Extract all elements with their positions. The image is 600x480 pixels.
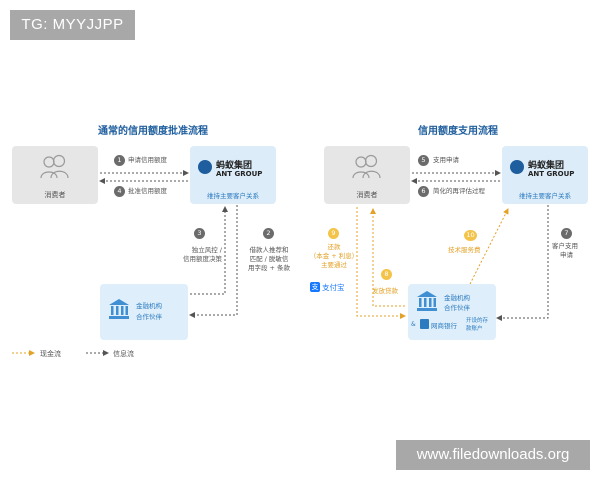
- step-badge-9: 9: [328, 228, 339, 239]
- step-badge-3: 3: [194, 228, 205, 239]
- step-text-2-line1: 借款人推荐和: [249, 246, 289, 254]
- step-text-3-line1: 独立风控 /: [191, 246, 222, 254]
- step-text-7: 客户支用 申请: [552, 242, 592, 260]
- step-text-9-line1: 还款: [327, 243, 341, 251]
- step-badge-6: 6: [418, 186, 429, 197]
- alipay-label: 支付宝: [322, 283, 345, 292]
- bank-label-2-right: 合作伙伴: [444, 304, 470, 312]
- step-text-2-line2: 匹配 / 脱敏信: [249, 255, 289, 263]
- left-title: 通常的信用额度批准流程: [98, 126, 208, 137]
- step-badge-1: 1: [114, 155, 125, 166]
- consumer-box: 消费者: [12, 146, 98, 204]
- step-text-10: 技术服务费: [448, 246, 481, 254]
- step-badge-7: 7: [561, 228, 572, 239]
- ant-logo-icon: [510, 160, 524, 174]
- step-badge-10: 10: [464, 230, 477, 241]
- bank-label-1-right: 金融机构: [444, 294, 470, 302]
- ant-logo-icon: [198, 160, 212, 174]
- legend-cash-label: 现金流: [40, 350, 61, 358]
- step-text-9-line3: 主要通过: [321, 261, 347, 269]
- bank-box: 金融机构 合作伙伴: [100, 284, 188, 340]
- people-icon: [40, 154, 69, 179]
- right-title: 信用额度支用流程: [418, 126, 498, 137]
- step-text-5: 支用申请: [433, 156, 459, 164]
- bank-icon: [109, 299, 129, 319]
- ant-subtitle: 维持主要客户关系: [207, 192, 259, 200]
- mybank-label: 网商银行: [431, 322, 457, 330]
- step-text-3: 独立风控 / 信用额度决策: [174, 246, 222, 264]
- alipay-logo: 支 支付宝: [310, 281, 352, 293]
- ant-group-box: 蚂蚁集团 ANT GROUP 维持主要客户关系: [190, 146, 276, 204]
- ant-name: 蚂蚁集团: [216, 161, 253, 171]
- step-text-2-line3: 用字段 + 条款: [247, 264, 291, 272]
- bank-label-1: 金融机构: [136, 302, 162, 310]
- legend-info-label: 信息流: [113, 350, 134, 358]
- bank-amp-icon: &: [411, 321, 416, 328]
- step-text-8: 发放贷款: [372, 287, 398, 295]
- cash-line-9: [356, 207, 406, 319]
- bank-box-right: 金融机构 合作伙伴 & 网商银行 开设的存 款账户: [408, 284, 496, 340]
- step-badge-8: 8: [381, 269, 392, 280]
- deposit-account-line1: 开设的存: [466, 318, 489, 324]
- cash-line-8: [370, 208, 405, 307]
- deposit-account-label: 开设的存 款账户: [466, 317, 488, 333]
- step-text-9-line2: （本金 + 利息）: [309, 252, 359, 260]
- step-badge-2: 2: [263, 228, 274, 239]
- info-line-3: [190, 206, 228, 295]
- step-text-4: 批准信用额度: [128, 187, 167, 195]
- step-badge-4: 4: [114, 186, 125, 197]
- watermark-top: TG: MYYJJPP: [10, 10, 135, 40]
- step-text-3-line2: 信用额度决策: [183, 255, 222, 263]
- ant-en: ANT GROUP: [216, 170, 263, 178]
- ant-group-box-right: 蚂蚁集团 ANT GROUP 维持主要客户关系: [502, 146, 588, 204]
- info-line-2: [189, 205, 238, 318]
- people-icon: [352, 154, 381, 179]
- consumer-label-right: 消费者: [356, 191, 378, 199]
- alipay-icon: 支: [310, 282, 320, 292]
- ant-en-right: ANT GROUP: [528, 170, 575, 178]
- step-badge-5: 5: [418, 155, 429, 166]
- info-line-7: [496, 205, 549, 321]
- mybank-logo-icon: [420, 319, 429, 329]
- ant-subtitle-right: 维持主要客户关系: [519, 192, 571, 200]
- step-text-9: 还款 （本金 + 利息） 主要通过: [304, 243, 364, 270]
- bank-icon: [417, 291, 437, 311]
- step-text-2: 借款人推荐和 匹配 / 脱敏信 用字段 + 条款: [244, 246, 294, 273]
- step-text-7-line1: 客户支用: [552, 242, 578, 250]
- watermark-bottom: www.filedownloads.org: [396, 440, 590, 470]
- deposit-account-line2: 款账户: [466, 326, 483, 332]
- consumer-label: 消费者: [44, 191, 66, 199]
- step-text-7-line2: 申请: [560, 251, 573, 259]
- bank-label-2: 合作伙伴: [136, 313, 162, 321]
- step-text-6: 简化的再评估过程: [433, 187, 485, 195]
- consumer-box-right: 消费者: [324, 146, 410, 204]
- step-text-1: 申请信用额度: [128, 156, 167, 164]
- ant-name-right: 蚂蚁集团: [528, 161, 565, 171]
